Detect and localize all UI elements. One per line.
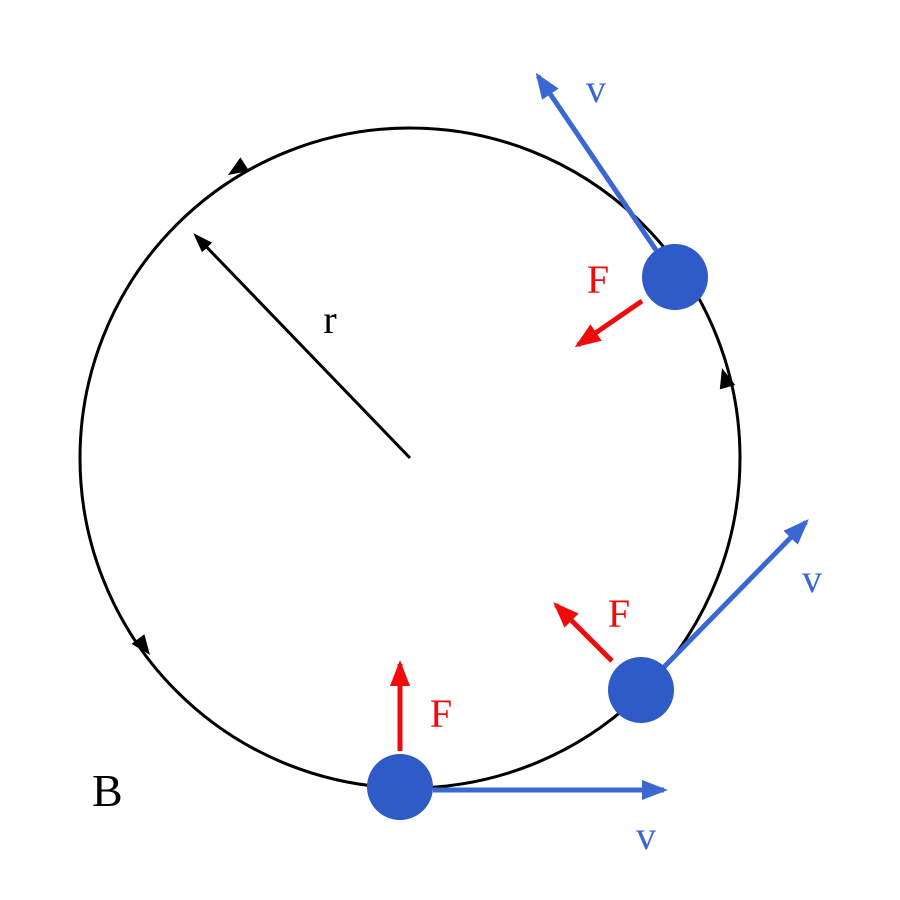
force-label-bottom: F (430, 691, 452, 736)
particle-top (642, 244, 708, 310)
velocity-label-bottom: v (636, 813, 656, 858)
velocity-vector-top (535, 72, 659, 252)
orbit-direction-arrow-left-icon (131, 634, 150, 655)
orbit-direction-arrow-right-icon (719, 368, 736, 390)
force-label-right: F (608, 591, 630, 636)
magnetic-field-label: B (92, 765, 123, 816)
particle-right (608, 657, 674, 723)
radius-label: r (323, 297, 336, 342)
particle-bottom (367, 754, 433, 820)
velocity-label-top: v (586, 66, 606, 111)
force-vector-right (553, 602, 614, 663)
force-vector-top (574, 298, 644, 348)
force-label-top: F (587, 257, 609, 302)
velocity-label-right: v (802, 556, 822, 601)
radius-arrow (193, 233, 412, 460)
orbit-direction-arrow-top-icon (228, 157, 250, 175)
velocity-vector-right (662, 519, 809, 669)
